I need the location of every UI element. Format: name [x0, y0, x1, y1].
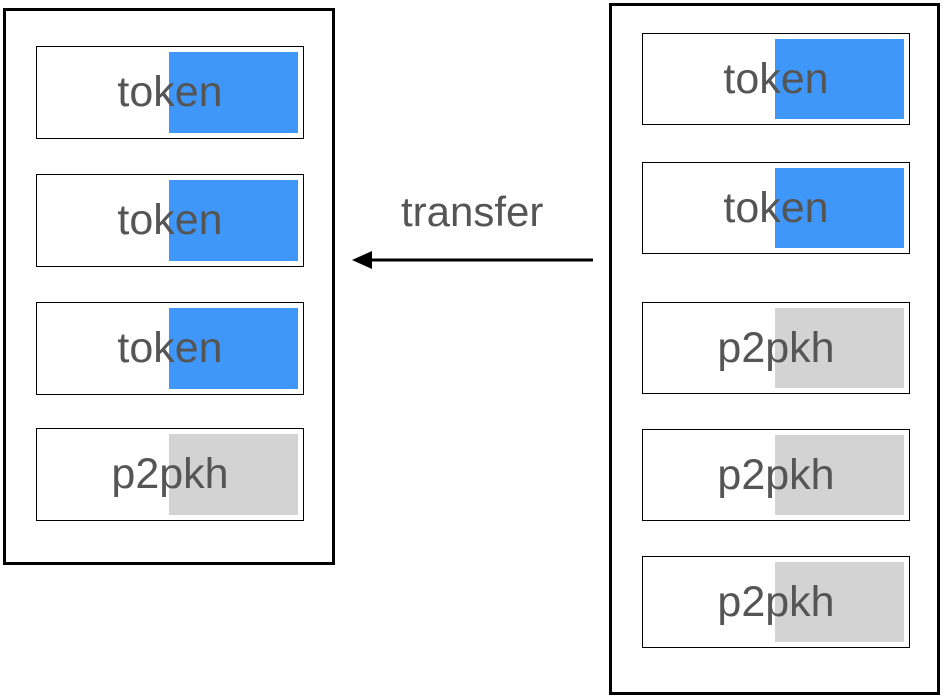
right-p2pkh-box: p2pkh	[642, 556, 910, 648]
left-token-box: token	[36, 302, 304, 395]
p2pkh-label: p2pkh	[717, 323, 835, 372]
right-p2pkh-box: p2pkh	[642, 429, 910, 521]
token-fill	[169, 180, 298, 261]
token-label: token	[117, 196, 223, 244]
token-label: token	[723, 183, 829, 232]
left-token-box: token	[36, 174, 304, 267]
p2pkh-fill	[169, 434, 298, 515]
right-token-box: token	[642, 162, 910, 254]
left-p2pkh-box: p2pkh	[36, 428, 304, 521]
right-token-box: token	[642, 33, 910, 125]
token-fill	[169, 308, 298, 389]
transfer-arrow	[352, 251, 593, 269]
transfer-label: transfer	[401, 188, 544, 235]
token-fill	[169, 52, 298, 133]
token-fill	[775, 168, 904, 248]
right-p2pkh-box: p2pkh	[642, 302, 910, 394]
left-token-box: token	[36, 46, 304, 139]
p2pkh-label: p2pkh	[111, 450, 229, 498]
token-label: token	[117, 68, 223, 116]
p2pkh-fill	[775, 435, 904, 515]
p2pkh-label: p2pkh	[717, 577, 835, 626]
p2pkh-label: p2pkh	[717, 450, 835, 499]
token-fill	[775, 39, 904, 119]
token-label: token	[723, 54, 829, 103]
token-label: token	[117, 324, 223, 372]
p2pkh-fill	[775, 308, 904, 388]
transfer-arrow-head	[352, 251, 372, 269]
p2pkh-fill	[775, 562, 904, 642]
